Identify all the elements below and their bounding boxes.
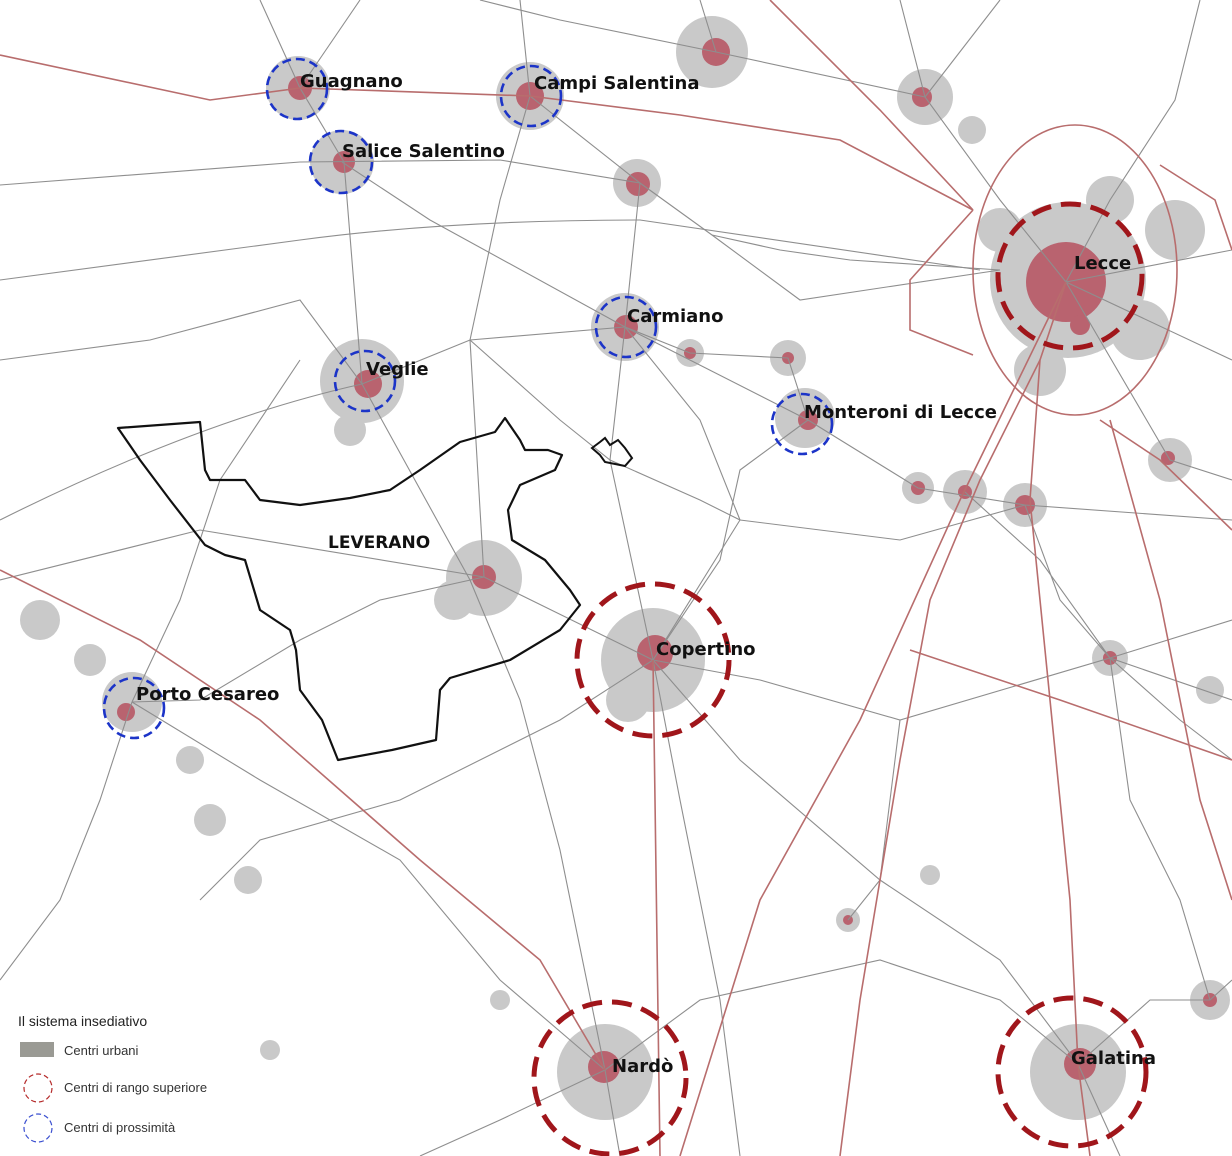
- ring-carmiano: [594, 295, 658, 359]
- label-campi-salentina: Campi Salentina: [534, 73, 699, 94]
- legend-proximity-label: Centri di prossimità: [64, 1120, 176, 1135]
- map-legend: Il sistema insediativo Centri urbani Cen…: [18, 1013, 207, 1143]
- label-salice-salentino: Salice Salentino: [342, 141, 505, 162]
- legend-urban-label: Centri urbani: [64, 1043, 139, 1058]
- leverano-boundary: [116, 416, 634, 762]
- legend-superior-symbol: [23, 1073, 53, 1103]
- ring-galatina: [995, 995, 1149, 1149]
- ring-nardo: [531, 999, 689, 1156]
- superior-rings-layer: [531, 201, 1149, 1156]
- ring-campi-salentina: [499, 64, 563, 128]
- label-carmiano: Carmiano: [627, 306, 724, 327]
- ring-porto-cesareo: [102, 676, 166, 740]
- urban-cores-layer: [117, 38, 1217, 1083]
- legend-proximity-symbol: [23, 1113, 53, 1143]
- label-nardo: Nardò: [612, 1056, 673, 1077]
- label-porto-cesareo: Porto Cesareo: [136, 684, 279, 705]
- legend-urban-swatch: [20, 1042, 54, 1057]
- label-guagnano: Guagnano: [300, 71, 403, 92]
- label-copertino: Copertino: [656, 639, 756, 660]
- ring-monteroni: [770, 392, 834, 456]
- label-veglie: Veglie: [366, 359, 429, 380]
- legend-title: Il sistema insediativo: [18, 1013, 147, 1029]
- lecce-ring-road: [909, 124, 1232, 416]
- proximity-rings-layer: [102, 57, 834, 740]
- ring-salice-salentino: [308, 129, 374, 195]
- leverano-exclave: [590, 436, 634, 468]
- ring-veglie: [333, 349, 397, 413]
- label-galatina: Galatina: [1071, 1048, 1156, 1069]
- ring-copertino: [574, 581, 732, 739]
- label-monteroni: Monteroni di Lecce: [804, 402, 997, 423]
- centre-labels: Guagnano Campi Salentina Salice Salentin…: [136, 71, 1156, 1077]
- ring-lecce: [995, 201, 1145, 351]
- ring-guagnano: [265, 57, 329, 121]
- label-lecce: Lecce: [1074, 253, 1131, 274]
- legend-superior-label: Centri di rango superiore: [64, 1080, 207, 1095]
- label-leverano: LEVERANO: [328, 533, 430, 553]
